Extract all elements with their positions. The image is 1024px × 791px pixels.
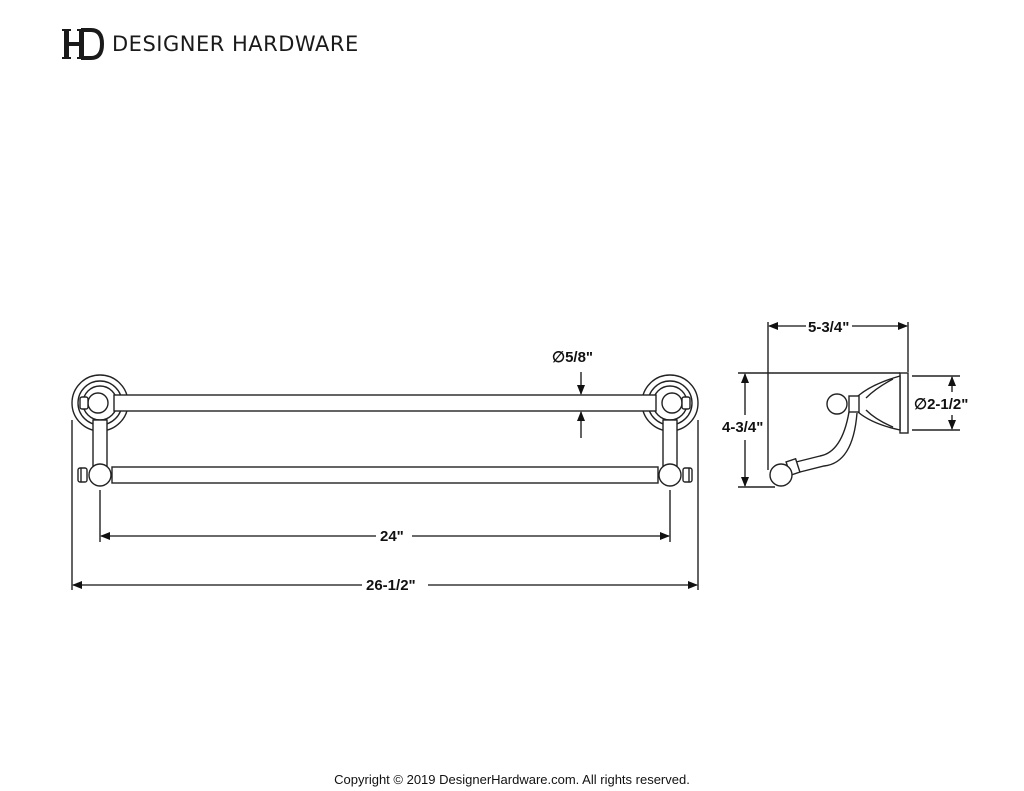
dim-inner-length: 24" [380, 528, 404, 545]
brand-name: DESIGNER HARDWARE [112, 32, 359, 56]
towel-bar-side-view [738, 322, 960, 488]
dim-height: 4-3/4" [722, 419, 763, 436]
towel-bar-front-view [71, 374, 699, 487]
dim-overall-length: 26-1/2" [366, 577, 416, 594]
copyright-footer: Copyright © 2019 DesignerHardware.com. A… [334, 772, 690, 787]
dim-flange-diameter: ∅2-1/2" [914, 396, 968, 413]
dim-bar-diameter: ∅5/8" [552, 349, 593, 366]
dim-projection: 5-3/4" [808, 319, 849, 336]
dh-monogram-icon [62, 28, 104, 60]
header: DESIGNER HARDWARE [62, 24, 359, 64]
